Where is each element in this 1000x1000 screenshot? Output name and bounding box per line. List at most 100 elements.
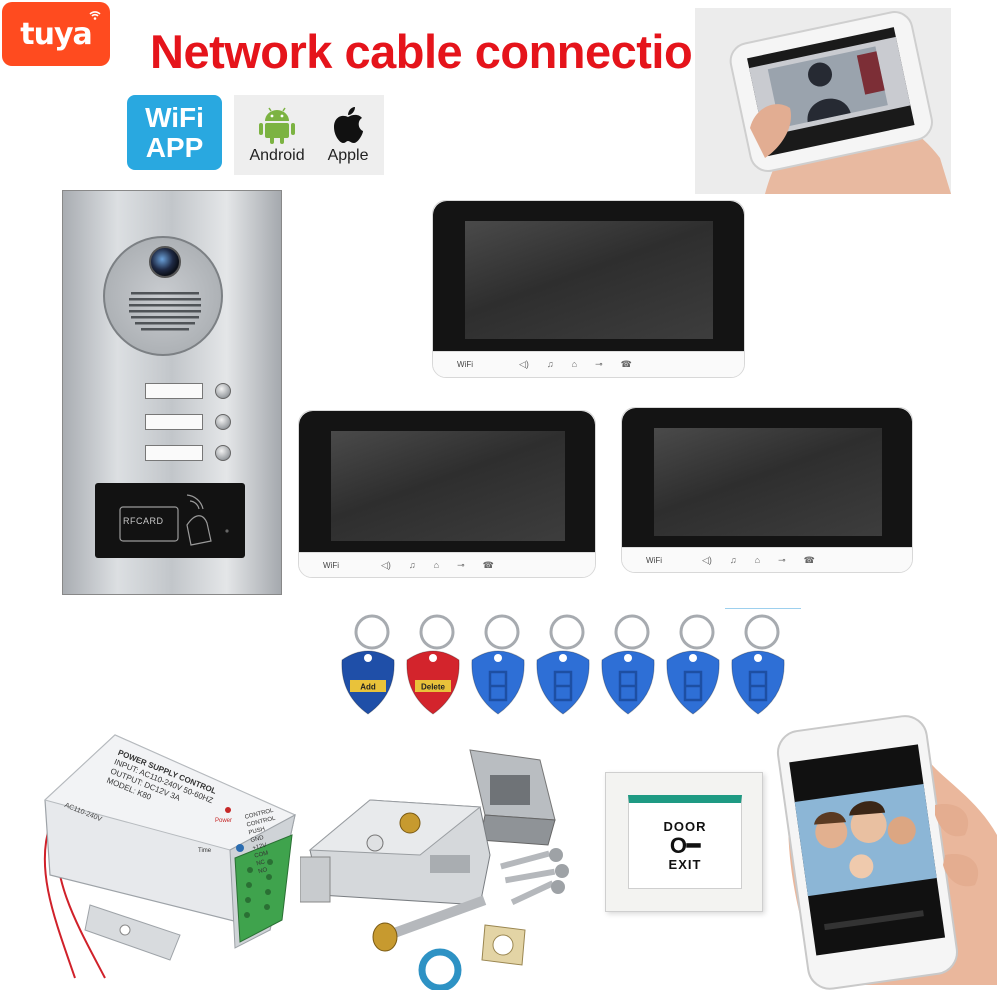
key-fob-emblem-icon <box>683 670 703 702</box>
phone-family-image <box>776 715 997 990</box>
key-fob-emblem-icon <box>488 670 508 702</box>
music-icon[interactable]: ♫ <box>729 555 737 565</box>
key-fob-label: Delete <box>421 683 446 692</box>
rfid-key-fob <box>471 614 525 715</box>
strike-plate-icon <box>469 749 556 846</box>
monitor-icon[interactable]: ⌂ <box>433 560 440 570</box>
android-icon <box>259 107 296 144</box>
rfid-key-fob <box>731 614 785 715</box>
key-ring-icon <box>419 614 455 650</box>
monitor-1-screen <box>465 221 713 339</box>
monitor-icon[interactable]: ⌂ <box>571 359 578 369</box>
wifi-icon <box>89 11 101 20</box>
music-icon[interactable]: ♫ <box>546 359 554 369</box>
monitor-icon[interactable]: ⌂ <box>754 555 761 565</box>
key-ring-icon <box>549 614 585 650</box>
call-button-3[interactable] <box>215 445 231 461</box>
rfid-key-fob <box>666 614 720 715</box>
time-knob-icon[interactable] <box>236 844 244 852</box>
key-ring-icon <box>614 614 650 650</box>
key-fob-hole <box>494 654 502 662</box>
key-icon[interactable]: ⊸ <box>457 560 465 570</box>
monitor-2-controls: ◁) ♫ ⌂ ⊸ ☎ <box>381 560 494 571</box>
key-fob-label-plate <box>350 680 386 692</box>
keys-icon <box>500 848 569 906</box>
page-title: Network cable connection <box>150 25 721 78</box>
key-fob-icon <box>731 650 785 715</box>
key-icon[interactable]: ⊸ <box>778 555 786 565</box>
camera-module <box>103 236 223 356</box>
platform-apple-label: Apple <box>327 147 369 164</box>
key-ring-icon <box>484 614 520 650</box>
phone-icon[interactable]: ☎ <box>482 560 494 570</box>
indoor-monitor-1: WiFi ◁) ♫ ⌂ ⊸ ☎ <box>432 200 745 378</box>
monitor-3-screen <box>654 428 882 536</box>
key-fob-emblem-icon <box>553 670 573 702</box>
red-wire-1 <box>43 824 76 979</box>
platform-android-label: Android <box>249 147 305 164</box>
wifi-app-badge: WiFi APP <box>127 95 222 170</box>
key-ring-icon <box>744 614 780 650</box>
phone-icon[interactable]: ☎ <box>803 555 815 565</box>
power-led-icon <box>225 807 231 813</box>
exit-button-bottom-text: EXIT <box>668 856 702 872</box>
exit-button-top-text: DOOR <box>663 818 707 834</box>
psu-time-label: Time <box>198 848 212 854</box>
speaker-icon[interactable]: ◁) <box>381 560 391 570</box>
terminal-block-icon <box>234 834 293 943</box>
speaker-icon[interactable]: ◁) <box>519 359 529 369</box>
key-fob-hole <box>624 654 632 662</box>
speaker-icon[interactable]: ◁) <box>702 555 712 565</box>
name-plate-2 <box>145 414 203 430</box>
platform-android: Android <box>249 105 305 165</box>
apple-icon <box>334 107 364 143</box>
tuya-logo: tuya <box>2 2 110 66</box>
music-icon[interactable]: ♫ <box>408 560 416 570</box>
rfid-key-fobs: Add Delete <box>330 608 800 728</box>
rfid-key-fob <box>601 614 655 715</box>
key-ring-icon <box>354 614 390 650</box>
indoor-monitor-2: WiFi ◁) ♫ ⌂ ⊸ ☎ <box>298 410 596 578</box>
wifi-app-line2: APP <box>145 131 204 163</box>
rfid-card-icon <box>119 494 229 546</box>
monitor-2-wifi-label: WiFi <box>323 561 339 570</box>
call-button-2[interactable] <box>215 414 231 430</box>
indoor-monitor-3: WiFi ◁) ♫ ⌂ ⊸ ☎ <box>621 407 913 573</box>
key-fob-hole <box>689 654 697 662</box>
exit-button[interactable]: DOOR O━ EXIT <box>628 795 742 889</box>
tuya-logo-text: tuya <box>20 16 92 52</box>
power-supply-unit: POWER SUPPLY CONTROL INPUT: AC110-240V 5… <box>30 730 300 980</box>
key-fob-icon <box>601 650 655 715</box>
exit-button-plate: DOOR O━ EXIT <box>605 772 763 912</box>
rfid-card-label: RFCARD <box>123 516 164 526</box>
platform-apple: Apple <box>328 105 369 165</box>
monitor-3-controls: ◁) ♫ ⌂ ⊸ ☎ <box>702 555 815 566</box>
psu-power-label: Power <box>215 818 233 824</box>
rfid-key-fob: Delete <box>406 614 460 715</box>
key-ring-icon <box>679 614 715 650</box>
call-button-1[interactable] <box>215 383 231 399</box>
platform-box: Android Apple <box>234 95 384 175</box>
key-fob-label: Add <box>360 683 376 692</box>
phone-icon[interactable]: ☎ <box>620 359 632 369</box>
rfid-card-reader[interactable]: RFCARD <box>95 483 245 558</box>
key-fob-group: Add Delete <box>341 614 785 715</box>
key-fob-label-plate <box>415 680 451 692</box>
monitor-1-controls: ◁) ♫ ⌂ ⊸ ☎ <box>519 359 632 370</box>
monitor-3-wifi-label: WiFi <box>646 556 662 565</box>
name-plate-3 <box>145 445 203 461</box>
phone-in-hand-photo-bottom <box>775 715 997 995</box>
rfid-key-fob: Add <box>341 614 395 715</box>
key-fob-hole <box>429 654 437 662</box>
lock-body-icon <box>299 799 491 906</box>
key-fob-emblem-icon <box>618 670 638 702</box>
lock-cylinder-icon <box>372 895 487 952</box>
speaker-grille-icon <box>129 292 201 331</box>
key-icon[interactable]: ⊸ <box>595 359 603 369</box>
name-plate-1 <box>145 383 203 399</box>
monitor-1-control-bar: WiFi ◁) ♫ ⌂ ⊸ ☎ <box>433 351 744 377</box>
key-fob-icon <box>536 650 590 715</box>
key-fob-icon <box>471 650 525 715</box>
monitor-3-control-bar: WiFi ◁) ♫ ⌂ ⊸ ☎ <box>622 547 912 572</box>
phone-in-hand-photo-top <box>695 8 951 194</box>
